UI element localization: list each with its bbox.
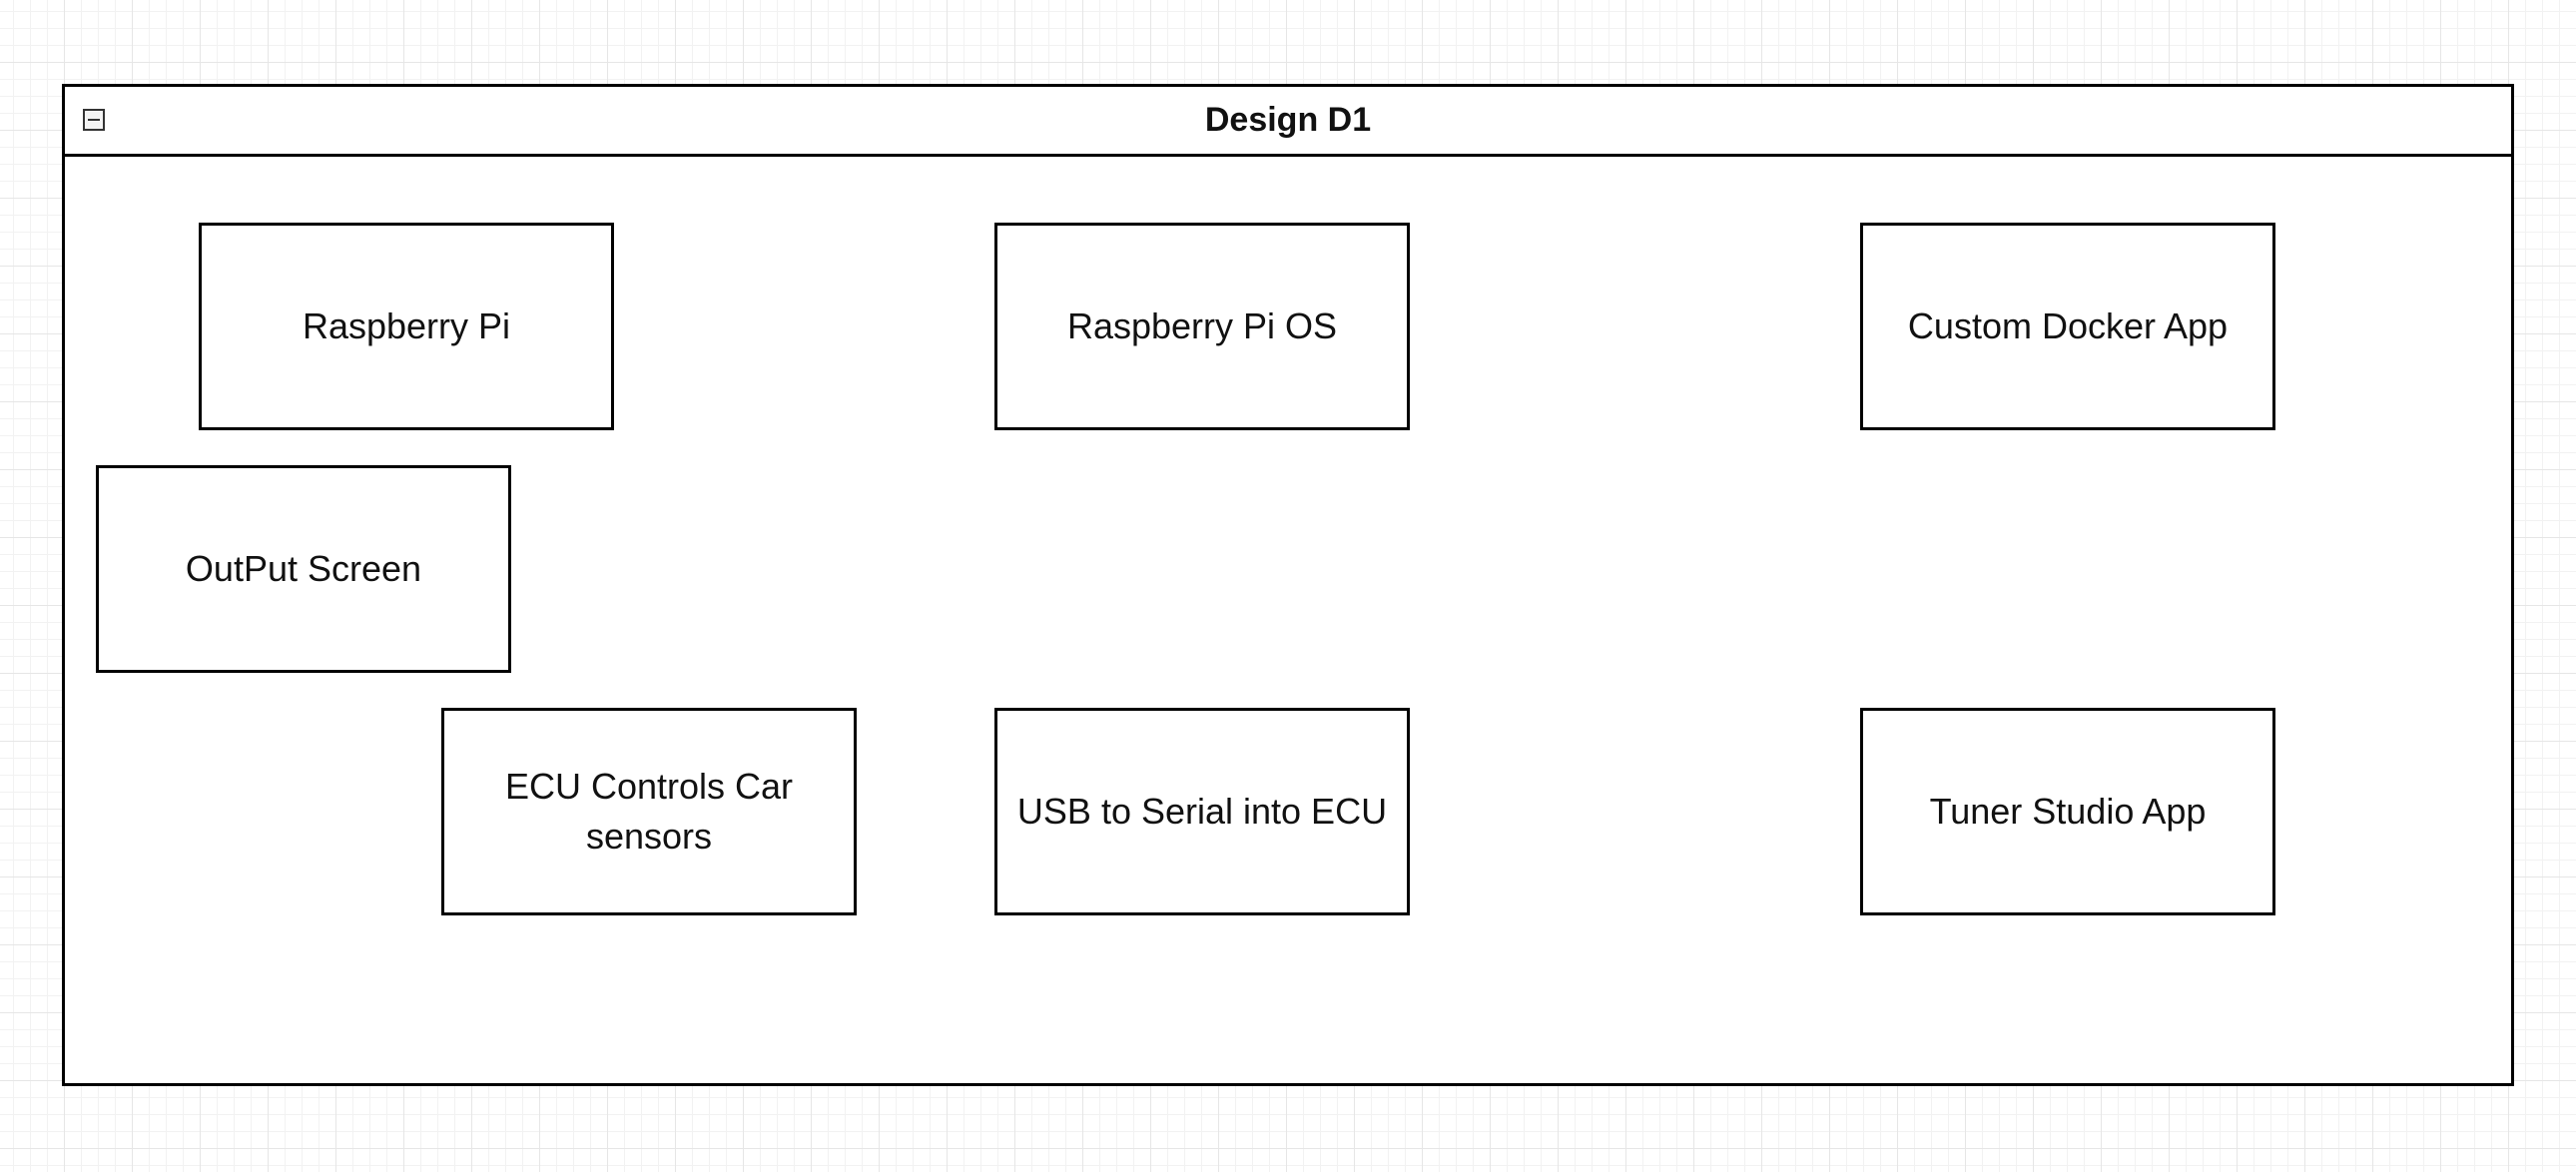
node-tuner-studio-app[interactable]: Tuner Studio App xyxy=(1860,708,2275,915)
node-raspberry-pi[interactable]: Raspberry Pi xyxy=(199,223,614,430)
node-ecu-controls[interactable]: ECU Controls Car sensors xyxy=(441,708,857,915)
container-title: Design D1 xyxy=(1204,101,1372,139)
node-usb-to-serial[interactable]: USB to Serial into ECU xyxy=(994,708,1410,915)
node-label: Tuner Studio App xyxy=(1929,791,2207,832)
node-custom-docker-app[interactable]: Custom Docker App xyxy=(1860,223,2275,430)
node-raspberry-pi-os[interactable]: Raspberry Pi OS xyxy=(994,223,1410,430)
node-label: Raspberry Pi OS xyxy=(1066,305,1338,346)
node-label: USB to Serial into ECU xyxy=(1016,791,1388,832)
node-label: OutPut Screen xyxy=(185,548,422,589)
node-label: ECU Controls Car sensors xyxy=(504,766,794,857)
container-header[interactable]: Design D1 xyxy=(65,87,2511,157)
collapse-icon[interactable] xyxy=(83,109,105,131)
node-output-screen[interactable]: OutPut Screen xyxy=(96,465,511,673)
node-label: Custom Docker App xyxy=(1907,305,2229,346)
node-label: Raspberry Pi xyxy=(302,305,511,346)
